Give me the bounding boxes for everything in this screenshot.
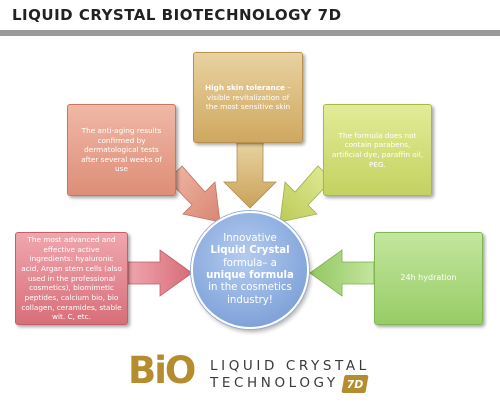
box-formula-free-text: The formula does not contain parabens, a… <box>331 130 424 169</box>
box-active-ingredients-text: The most advanced and effective active i… <box>21 235 122 322</box>
arrow-left-lower <box>127 249 193 297</box>
box-formula-free: The formula does not contain parabens, a… <box>323 104 432 196</box>
logo-wordmark: LIQUID CRYSTAL TECHNOLOGY <box>210 358 370 392</box>
box-hydration: 24h hydration <box>374 232 483 325</box>
box-active-ingredients: The most advanced and effective active i… <box>15 232 128 325</box>
box-skin-tolerance-text: High skin tolerance – visible revitaliza… <box>205 83 291 112</box>
arrow-top <box>223 142 277 209</box>
arrow-right-upper <box>279 165 333 223</box>
box-skin-tolerance: High skin tolerance – visible revitaliza… <box>193 52 303 143</box>
title-underline <box>0 30 500 36</box>
logo-7d-badge: 7D <box>341 375 369 393</box>
arrow-left-upper <box>167 165 221 223</box>
arrow-right-lower <box>309 249 375 297</box>
box-anti-aging-text: The anti-aging results confirmed by derm… <box>81 125 162 174</box>
center-circle-text: Innovative Liquid Crystal formula– a uni… <box>206 232 294 306</box>
box-hydration-text: 24h hydration <box>400 273 457 283</box>
logo-line-1: LIQUID CRYSTAL <box>210 358 370 374</box>
center-circle: Innovative Liquid Crystal formula– a uni… <box>191 211 309 329</box>
box-anti-aging: The anti-aging results confirmed by derm… <box>67 104 176 196</box>
bio-logo-mark: BiO <box>128 349 196 392</box>
logo-line-2: TECHNOLOGY <box>210 374 339 391</box>
page-title: LIQUID CRYSTAL BIOTECHNOLOGY 7D <box>12 6 342 24</box>
